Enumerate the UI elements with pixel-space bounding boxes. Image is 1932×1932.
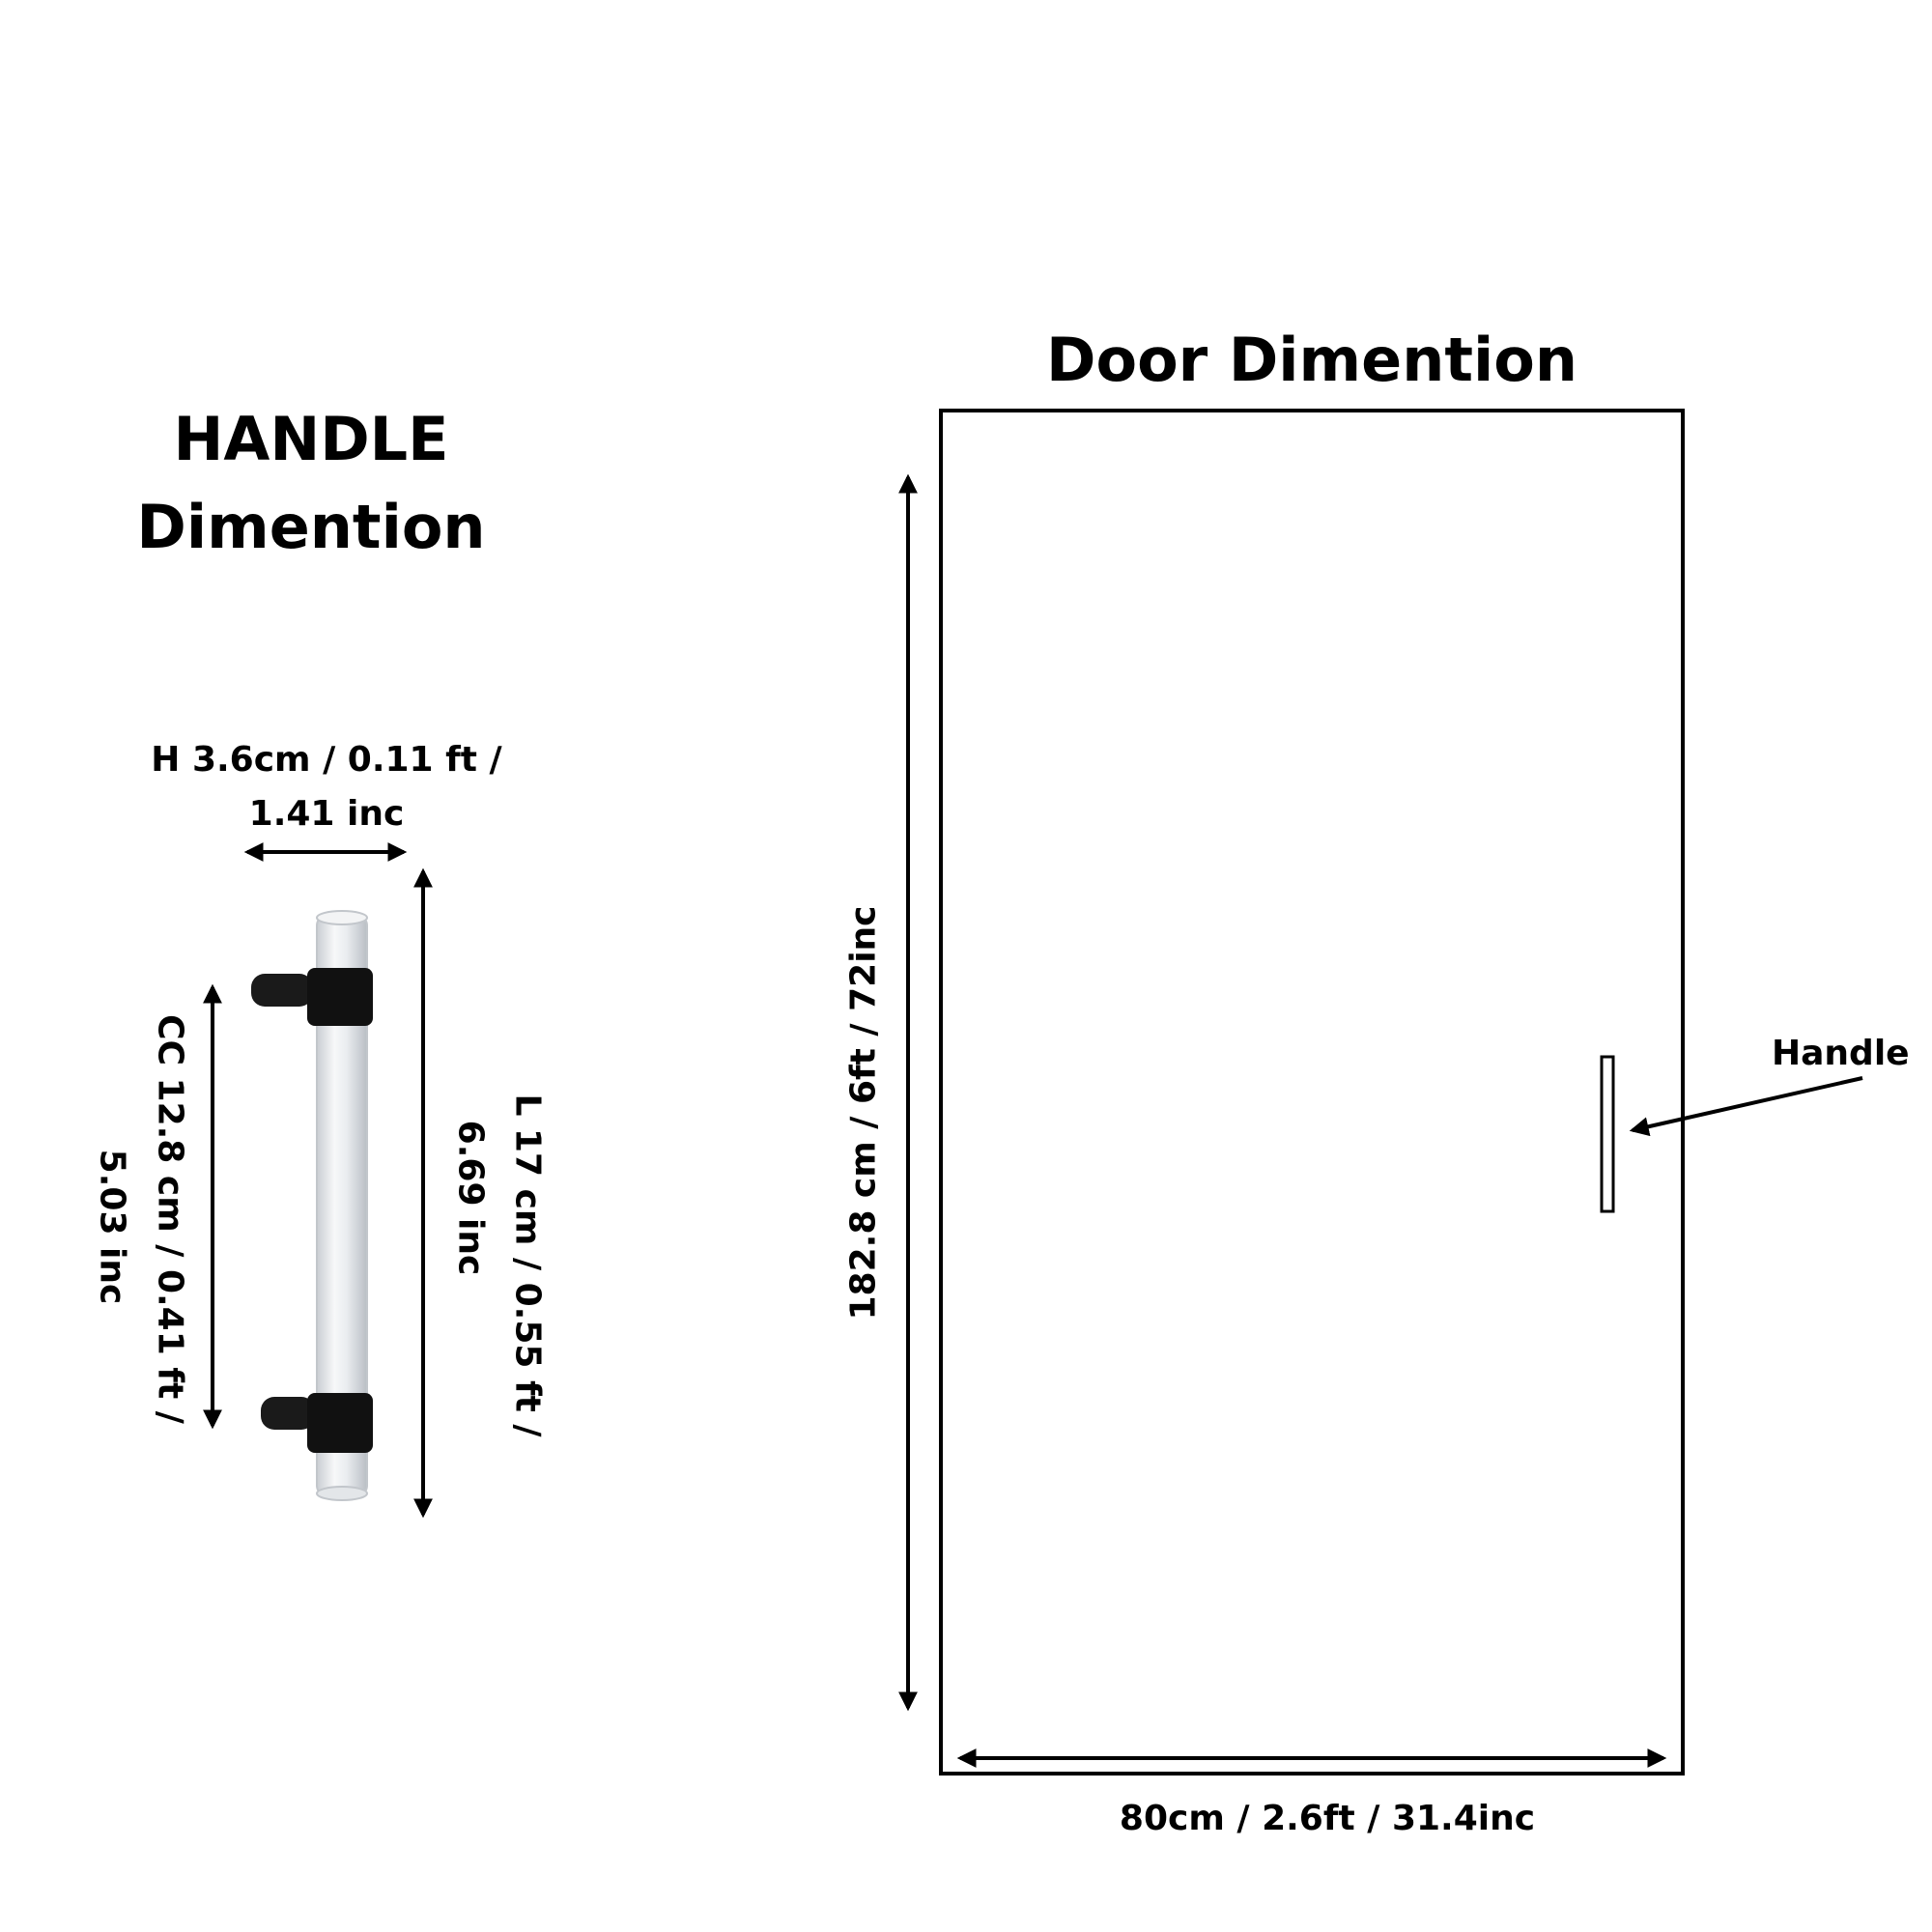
door-width-label: 80cm / 2.6ft / 31.4inc (1119, 1799, 1536, 1838)
handle-height-label-line1: H 3.6cm / 0.11 ft / (151, 740, 502, 780)
handle-title-line1: HANDLE (173, 404, 449, 474)
handle-top-mount-collar (307, 968, 373, 1026)
handle-top-mount-post (251, 974, 313, 1007)
handle-length-label-line2: 6.69 inc (450, 1120, 491, 1276)
door-outline (939, 409, 1685, 1776)
door-title: Door Dimention (1046, 325, 1577, 395)
handle-bottom-mount-post (261, 1397, 315, 1430)
handle-callout-label: Handle (1772, 1034, 1910, 1073)
handle-bottom-mount-collar (307, 1393, 373, 1453)
handle-cc-label-line2: 5.03 inc (92, 1149, 132, 1305)
handle-cc-label-line1: CC 12.8 cm / 0.41 ft / (150, 1014, 190, 1424)
handle-bar-top-cap (316, 910, 368, 925)
handle-title-line2: Dimention (136, 492, 486, 562)
handle-height-label-line2: 1.41 inc (248, 794, 405, 834)
handle-callout-arrow (1629, 1076, 1863, 1137)
handle-bar-bottom-cap (316, 1486, 368, 1501)
door-height-label: 182.8 cm / 6ft / 72inc (843, 905, 884, 1321)
door-handle-marker (1600, 1055, 1615, 1213)
handle-illustration (251, 910, 373, 1501)
handle-length-label-line1: L 17 cm / 0.55 ft / (507, 1094, 548, 1437)
